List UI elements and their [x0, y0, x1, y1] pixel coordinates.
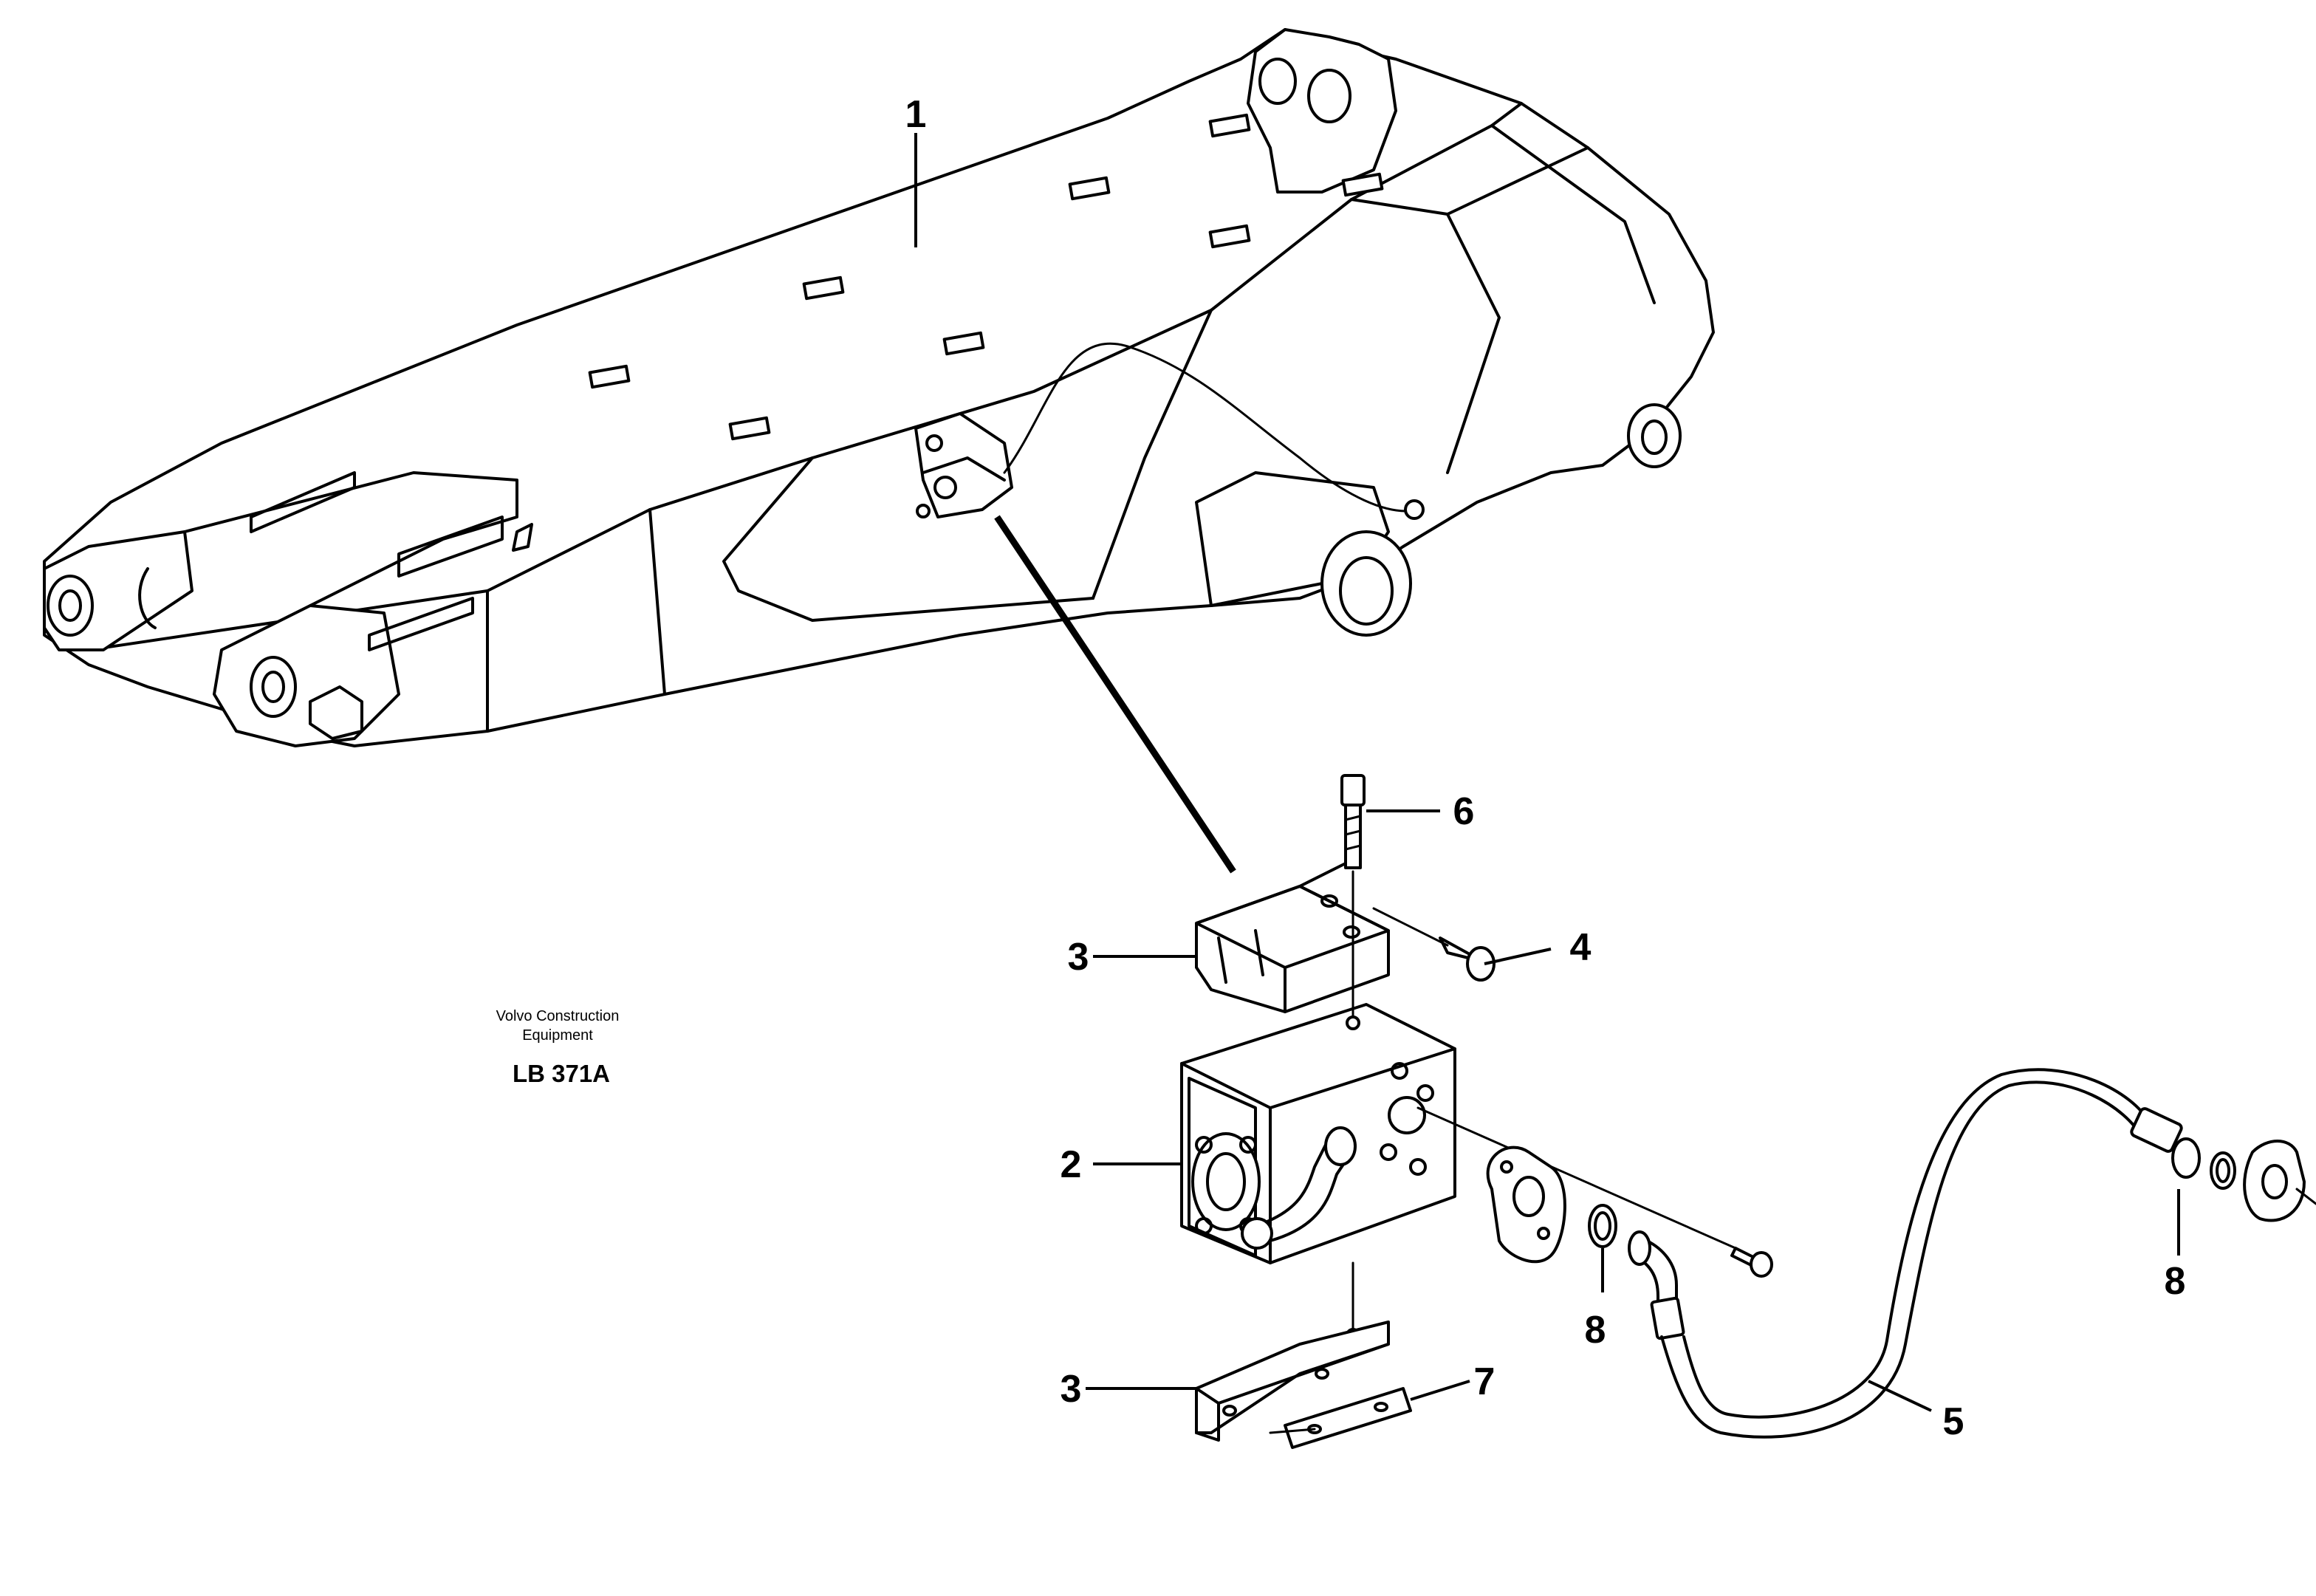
callout-3-lower: 3: [1061, 1368, 1082, 1411]
bracket-lower: [1195, 1261, 1390, 1442]
callout-7: 7: [1474, 1360, 1496, 1403]
top-lug: [1247, 28, 1397, 193]
callout-1: 1: [905, 93, 927, 136]
callout-2: 2: [1061, 1143, 1082, 1186]
plate: [1269, 1387, 1412, 1449]
bracket-upper: [1195, 863, 1390, 1013]
rear-pin-boss: [1320, 530, 1412, 637]
maker-line-2: Equipment: [522, 1027, 593, 1044]
flange-right: [2243, 1140, 2316, 1222]
boom-assembly: [43, 28, 1715, 747]
caption-block: Volvo Construction Equipment LB 371A: [496, 1008, 620, 1087]
callout-8-left: 8: [1585, 1309, 1606, 1352]
screw-flange: [1730, 1247, 1773, 1278]
callout-5: 5: [1943, 1400, 1964, 1443]
wear-pads: [588, 113, 1384, 441]
detail-leader: [994, 515, 1236, 874]
o-ring-left: [1588, 1204, 1617, 1248]
valve-block: [1180, 988, 1456, 1264]
callout-8-right: 8: [2165, 1260, 2186, 1303]
flange-left: [1416, 1106, 1737, 1264]
callout-6: 6: [1453, 790, 1475, 833]
diagram-code: LB 371A: [513, 1060, 610, 1087]
screw-side: [1372, 907, 1496, 982]
o-ring-right: [2210, 1151, 2236, 1190]
hose: [1628, 1068, 2201, 1439]
screw-top: [1340, 774, 1366, 991]
callout-leaders: [914, 133, 2180, 1412]
callout-3-upper: 3: [1068, 936, 1089, 979]
maker-line-1: Volvo Construction: [496, 1008, 620, 1024]
mounted-valve-detail: [914, 342, 1425, 520]
callout-4: 4: [1570, 926, 1592, 969]
